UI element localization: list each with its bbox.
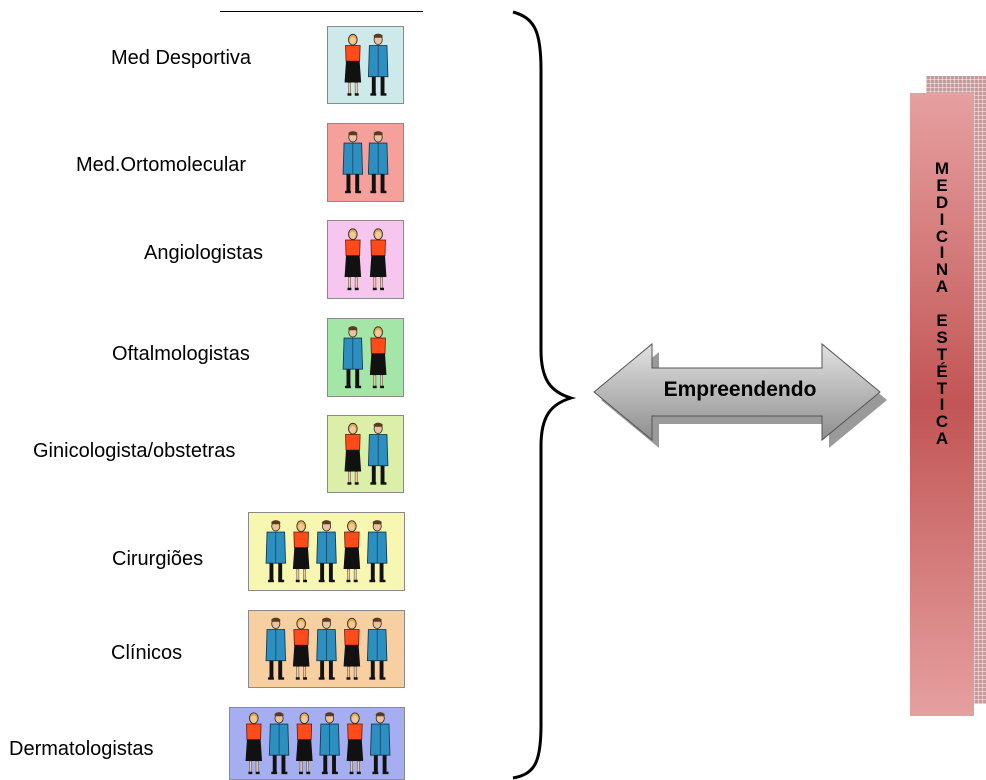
label-cirurgioes: Cirurgiões	[112, 548, 204, 570]
figure-group	[265, 520, 388, 583]
panel-letter: N	[935, 260, 949, 280]
male-figure-icon	[367, 422, 389, 485]
male-figure-icon	[265, 617, 287, 680]
panel-letter: A	[935, 429, 949, 449]
panel-letter: M	[934, 159, 950, 178]
panel-letter: E	[936, 311, 948, 331]
female-figure-icon	[296, 712, 313, 775]
label-angiologistas: Angiologistas	[144, 242, 263, 264]
figure-group	[344, 422, 389, 485]
label-dermatologistas: Dermatologistas	[9, 738, 154, 760]
male-figure-icon	[265, 520, 287, 583]
label-med-ortomolecular: Med.Ortomolecular	[76, 154, 247, 176]
figure-box-angiologistas	[327, 220, 404, 299]
panel-letter: I	[939, 209, 945, 229]
figure-group	[344, 33, 389, 96]
male-figure-icon	[367, 131, 389, 194]
male-figure-icon	[366, 617, 388, 680]
female-figure-icon	[343, 520, 361, 583]
male-figure-icon	[366, 520, 388, 583]
panel-letter: E	[936, 175, 948, 195]
male-figure-icon	[316, 617, 337, 680]
top-rule	[220, 11, 423, 12]
label-med-desportiva: Med Desportiva	[111, 47, 252, 69]
panel-letter: I	[939, 243, 945, 263]
panel-letter: C	[935, 412, 949, 432]
figure-box-ginicologista-obstetras	[327, 415, 404, 493]
male-figure-icon	[367, 33, 389, 96]
female-figure-icon	[292, 520, 310, 583]
label-clinicos: Clínicos	[111, 642, 183, 664]
figure-box-oftalmologistas	[327, 318, 404, 397]
female-figure-icon	[346, 712, 364, 775]
female-figure-icon	[369, 228, 387, 291]
panel-letter: C	[935, 226, 949, 246]
label-ginicologista-obstetras: Ginicologista/obstetras	[33, 440, 236, 462]
male-figure-icon	[370, 712, 391, 775]
panel-letter: A	[935, 277, 949, 297]
female-figure-icon	[292, 617, 310, 680]
figure-box-med-ortomolecular	[327, 123, 404, 202]
figure-box-cirurgioes	[248, 512, 405, 591]
panel-letter: T	[936, 344, 948, 364]
curly-brace	[512, 10, 577, 780]
female-figure-icon	[344, 422, 362, 485]
medicina-estetica-panel: M E D I C I N A E S T É T I C A	[910, 93, 974, 716]
figure-group	[265, 617, 388, 680]
male-figure-icon	[342, 326, 364, 389]
figure-group	[342, 131, 389, 194]
female-figure-icon	[343, 617, 361, 680]
male-figure-icon	[319, 712, 340, 775]
panel-letter: S	[936, 327, 948, 347]
female-figure-icon	[344, 228, 362, 291]
female-figure-icon	[344, 33, 362, 96]
arrow-label: Empreendendo	[663, 378, 817, 401]
double-arrow	[593, 342, 887, 448]
male-figure-icon	[316, 520, 337, 583]
figure-box-med-desportiva	[327, 26, 404, 104]
male-figure-icon	[268, 712, 290, 775]
figure-group	[245, 712, 391, 775]
panel-letter: É	[936, 361, 948, 381]
figure-box-dermatologistas	[229, 707, 405, 780]
male-figure-icon	[342, 131, 364, 194]
female-figure-icon	[245, 712, 263, 775]
figure-group	[344, 228, 387, 291]
panel-letter: D	[935, 192, 949, 212]
panel-letter: T	[936, 378, 948, 398]
figure-box-clinicos	[248, 610, 405, 688]
label-oftalmologistas: Oftalmologistas	[112, 343, 250, 365]
panel-text: M E D I C I N A E S T É T I C A	[910, 159, 974, 449]
panel-letter: I	[939, 395, 945, 415]
figure-group	[342, 326, 387, 389]
female-figure-icon	[369, 326, 387, 389]
